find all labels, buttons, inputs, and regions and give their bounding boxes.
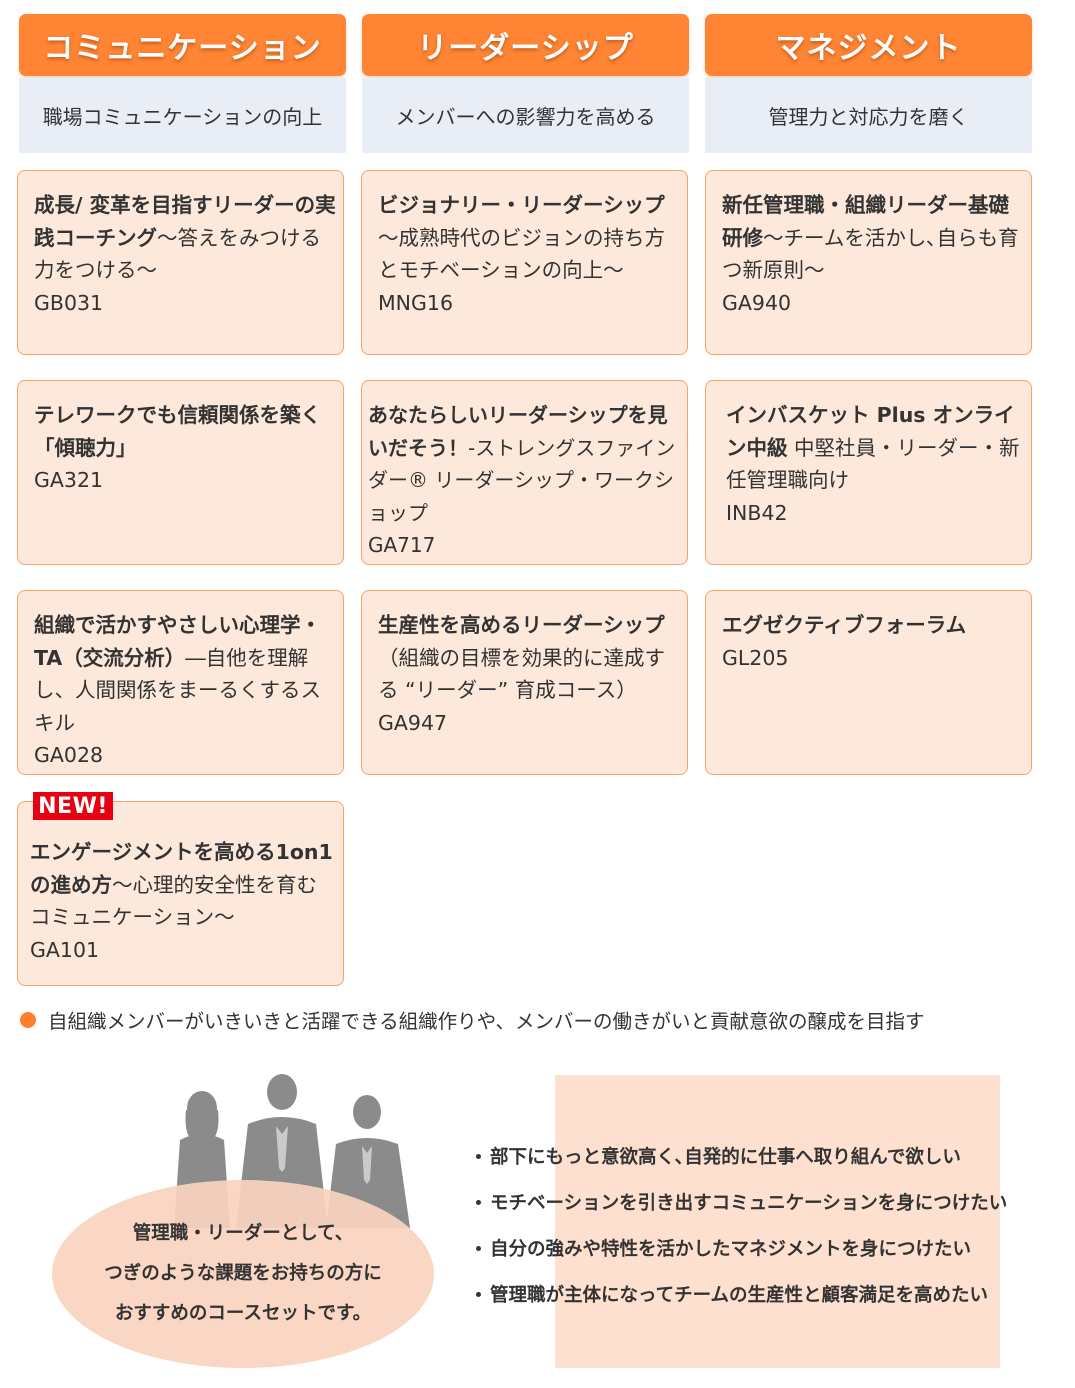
recommend-line: おすすめのコースセットです。 [114,1303,372,1324]
course-code: MNG16 [378,290,453,315]
issues-panel [555,1075,1000,1368]
column-subtitle-communication: 職場コミュニケーションの向上 [19,78,346,153]
issues-list: 部下にもっと意欲高く､自発的に仕事へ取り組んで欲しい モチベーションを引き出すコ… [472,1133,1007,1317]
course-subtitle: ―自他を理解し、人間関係をまーるくするスキル [34,645,321,735]
course-code: GA101 [30,937,100,962]
course-title: エンゲージメントを高める1on1の進め方 [30,840,333,897]
course-card[interactable]: ビジョナリー・リーダーシップ ～成熟時代のビジョンの持ち方とモチベーションの向上～… [361,170,688,355]
issue-text: 自分の強みや特性を活かしたマネジメントを身につけたい [490,1239,972,1260]
course-code: GA947 [378,710,448,735]
column-header-leadership: リーダーシップ [362,14,689,76]
course-title: エグゼクティブフォーラム [722,613,967,637]
bullet-icon [476,1245,481,1251]
course-card[interactable]: エグゼクティブフォーラム GL205 [705,590,1032,775]
column-subtitle-leadership: メンバーへの影響力を高める [362,78,689,153]
course-title: 新任管理職・組織リーダー基礎研修 [722,193,1009,250]
course-card[interactable]: 生産性を高めるリーダーシップ （組織の目標を効果的に達成する “リーダー” 育成コ… [361,590,688,775]
course-code: GB031 [34,290,104,315]
course-card[interactable]: インバスケット Plus オンライン中級 中堅社員・リーダー・新任管理職向け I… [705,380,1032,565]
course-title: あなたらしいリーダーシップを見いだそう！ [368,403,668,460]
course-card[interactable]: あなたらしいリーダーシップを見いだそう！-ストレングスファインダー® リーダーシ… [361,380,688,565]
course-code: GL205 [722,645,789,670]
issue-item: 自分の強みや特性を活かしたマネジメントを身につけたい [472,1225,1007,1271]
course-code: GA717 [368,533,436,557]
course-title: テレワークでも信頼関係を築く「傾聴力」 [34,403,321,460]
column-subtitle-management: 管理力と対応力を磨く [705,78,1032,153]
bullet-icon [476,1199,481,1205]
course-title: インバスケット Plus オンライン中級 [726,403,1015,460]
issue-item: 管理職が主体になってチームの生産性と顧客満足を高めたい [472,1271,1007,1317]
recommend-line: つぎのような課題をお持ちの方に [104,1263,382,1284]
course-set-note: 自組織メンバーがいきいきと活躍できる組織作りや、メンバーの働きがいと貢献意欲の醸… [20,1005,925,1034]
course-subtitle: ～成熟時代のビジョンの持ち方とモチベーションの向上～ [378,225,665,283]
course-code: GA321 [34,468,104,492]
course-code: GA940 [722,290,792,315]
bullet-icon [476,1291,481,1297]
course-subtitle: 中堅社員・リーダー・新任管理職向け [726,435,1020,493]
course-card[interactable]: 成長/ 変革を目指すリーダーの実践コーチング～答えをみつける力をつける～ GB0… [17,170,344,355]
course-code: GA028 [34,743,104,767]
recommend-line: 管理職・リーダーとして、 [132,1223,354,1244]
bullet-icon [476,1153,481,1159]
course-title: 成長/ 変革を目指すリーダーの実践コーチング [34,193,336,250]
column-header-communication: コミュニケーション [19,14,346,76]
course-title: 生産性を高めるリーダーシップ [378,613,665,637]
new-badge: NEW! [33,792,113,820]
course-subtitle: ～チームを活かし､自らも育つ新原則～ [722,225,1019,283]
course-card[interactable]: テレワークでも信頼関係を築く「傾聴力」 GA321 [17,380,344,565]
course-subtitle: （組織の目標を効果的に達成する “リーダー” 育成コース） [378,645,665,703]
note-text: 自組織メンバーがいきいきと活躍できる組織作りや、メンバーの働きがいと貢献意欲の醸… [48,1010,925,1033]
issue-item: モチベーションを引き出すコミュニケーションを身につけたい [472,1179,1007,1225]
bullet-dot-icon [20,1011,36,1028]
course-code: INB42 [726,500,788,525]
course-subtitle: ～心理的安全性を育むコミュニケーション～ [30,872,317,930]
course-title: 組織で活かすやさしい心理学・TA（交流分析） [34,613,321,670]
column-header-management: マネジメント [705,14,1032,76]
course-title: ビジョナリー・リーダーシップ [378,193,665,217]
course-card[interactable]: 新任管理職・組織リーダー基礎研修～チームを活かし､自らも育つ新原則～ GA940 [705,170,1032,355]
recommend-oval: 管理職・リーダーとして、 つぎのような課題をお持ちの方に おすすめのコースセット… [52,1180,434,1368]
issue-text: 部下にもっと意欲高く､自発的に仕事へ取り組んで欲しい [490,1147,961,1168]
issue-text: モチベーションを引き出すコミュニケーションを身につけたい [490,1193,1008,1214]
course-subtitle: ～答えをみつける力をつける～ [34,225,321,283]
issue-item: 部下にもっと意欲高く､自発的に仕事へ取り組んで欲しい [472,1133,1007,1179]
course-subtitle: -ストレングスファインダー® リーダーシップ・ワークショップ [368,435,676,525]
course-card[interactable]: 組織で活かすやさしい心理学・TA（交流分析）―自他を理解し、人間関係をまーるくす… [17,590,344,775]
issue-text: 管理職が主体になってチームの生産性と顧客満足を高めたい [490,1285,989,1306]
course-card[interactable]: エンゲージメントを高める1on1の進め方～心理的安全性を育むコミュニケーション～… [17,801,344,986]
